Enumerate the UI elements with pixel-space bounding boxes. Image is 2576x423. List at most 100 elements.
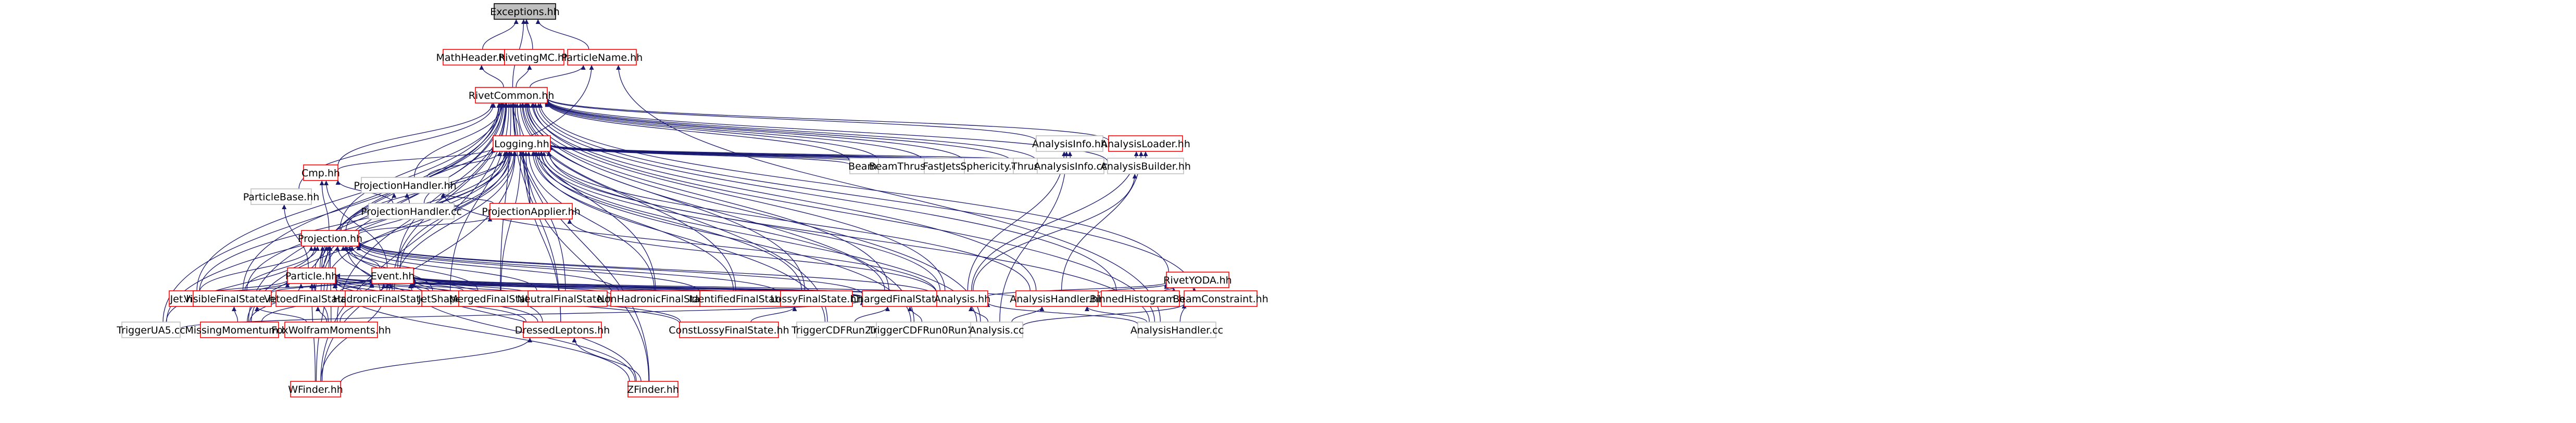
edge-lossyfinalstate-to-projection xyxy=(356,241,781,294)
edge-analysishandler_hh-to-logging xyxy=(546,151,1031,291)
edge-missingmomentum-to-projection xyxy=(247,246,325,323)
edge-analysis_hh-to-rivetyoda xyxy=(987,282,1169,297)
node-wfinder[interactable]: WFinder.hh xyxy=(288,381,343,398)
edge-triggercdfrun2-to-chargedfinalstate xyxy=(854,306,890,323)
edge-analysishandler_cc-to-analysis_hh xyxy=(985,302,1138,325)
node-triggercdfrun0run1[interactable]: TriggerCDFRun0Run1.cc xyxy=(868,322,987,338)
node-chargedfinalstate[interactable]: ChargedFinalState.hh xyxy=(851,290,957,307)
node-box xyxy=(1101,290,1180,307)
edge-fastjets-to-rivetcommon xyxy=(545,101,925,162)
edge-binnedhistogram-to-rivetcommon xyxy=(533,102,1117,291)
node-logging[interactable]: Logging.hh xyxy=(493,135,551,152)
edge-analysis_hh-to-analysisbuilder xyxy=(973,173,1137,291)
edge-projection-to-rivetcommon xyxy=(340,102,504,231)
node-visiblefinalstate[interactable]: VisibleFinalState.hh xyxy=(184,290,281,307)
node-box xyxy=(371,267,414,284)
node-mathheader[interactable]: MathHeader.hh xyxy=(436,49,512,66)
edge-cmp-to-rivetcommon xyxy=(337,102,495,166)
edge-mergedfinalstate-to-rivetcommon xyxy=(500,102,513,291)
node-label: Projection.hh xyxy=(298,233,362,245)
node-event[interactable]: Event.hh xyxy=(371,267,415,284)
node-particlename[interactable]: ParticleName.hh xyxy=(561,49,643,66)
node-label: VetoedFinalState.hh xyxy=(264,293,363,305)
node-identifiedfinalstate[interactable]: IdentifiedFinalState.hh xyxy=(689,290,800,307)
node-box xyxy=(527,290,608,307)
edge-beamthrust-to-rivetcommon xyxy=(545,101,879,161)
node-projection[interactable]: Projection.hh xyxy=(298,230,362,247)
node-beamconstraint[interactable]: BeamConstraint.hh xyxy=(1173,290,1268,307)
node-analysisbuilder[interactable]: AnalysisBuilder.hh xyxy=(1100,158,1191,174)
node-label: WFinder.hh xyxy=(288,384,343,395)
edge-nonhadronicfinalstate-to-projection xyxy=(356,243,619,291)
node-lossyfinalstate[interactable]: LossyFinalState.hh xyxy=(770,290,863,307)
node-box xyxy=(494,3,556,20)
node-vetoedfinalstate[interactable]: VetoedFinalState.hh xyxy=(264,290,363,307)
node-label: TriggerUA5.cc xyxy=(116,325,185,336)
edge-analysis_hh-to-analysisinfo_hh xyxy=(967,151,1067,291)
node-exceptions[interactable]: Exceptions.hh xyxy=(490,3,560,20)
node-analysis_hh[interactable]: Analysis.hh xyxy=(934,290,990,307)
edge-vetoedfinalstate-to-event xyxy=(340,281,374,291)
node-label: Exceptions.hh xyxy=(490,6,560,18)
node-box xyxy=(303,164,338,181)
node-rivetingmc[interactable]: RivetingMC.hh xyxy=(498,49,570,66)
node-dressedleptons[interactable]: DressedLeptons.hh xyxy=(515,322,610,338)
node-label: AnalysisLoader.hh xyxy=(1101,138,1190,150)
node-label: RivetCommon.hh xyxy=(469,90,555,101)
edge-projection-to-projectionapplier xyxy=(358,216,493,235)
edge-analysis_cc-to-rivetcommon xyxy=(525,102,981,323)
edge-analysis_cc-to-beamconstraint xyxy=(1022,303,1187,327)
node-analysishandler_cc[interactable]: AnalysisHandler.cc xyxy=(1130,322,1223,338)
node-hadronicfinalstate[interactable]: HadronicFinalState.hh xyxy=(333,290,442,307)
edge-rivetcommon-to-mathheader xyxy=(479,65,504,88)
node-label: Jet.hh xyxy=(170,293,199,305)
node-box xyxy=(121,322,181,338)
node-mergedfinalstate[interactable]: MergedFinalState.hh xyxy=(449,290,551,307)
node-label: NonHadronicFinalState.hh xyxy=(597,293,726,305)
node-label: Analysis.cc xyxy=(969,325,1024,336)
node-box xyxy=(301,230,359,247)
node-analysis_cc[interactable]: Analysis.cc xyxy=(969,322,1024,338)
edge-analysishandler_cc-to-logging xyxy=(547,151,1150,323)
edge-projectionhandler_cc-to-projectionhandler xyxy=(405,193,410,204)
node-analysishandler_hh[interactable]: AnalysisHandler.hh xyxy=(1010,290,1104,307)
node-sphericity[interactable]: Sphericity.cc xyxy=(960,158,1023,174)
node-label: IdentifiedFinalState.hh xyxy=(689,293,800,305)
edge-particlename-to-exceptions xyxy=(535,19,589,50)
node-neutralfinalstate[interactable]: NeutralFinalState.hh xyxy=(517,290,618,307)
node-particle[interactable]: Particle.hh xyxy=(285,267,337,284)
node-foxwolfram[interactable]: FoxWolframMoments.hh xyxy=(271,322,391,338)
node-label: BeamConstraint.hh xyxy=(1173,293,1268,305)
node-label: RivetingMC.hh xyxy=(498,52,570,63)
node-particlebase[interactable]: ParticleBase.hh xyxy=(243,188,320,205)
node-binnedhistogram[interactable]: BinnedHistogram.hh xyxy=(1090,290,1191,307)
node-projectionapplier[interactable]: ProjectionApplier.hh xyxy=(482,203,581,220)
node-box xyxy=(876,322,980,338)
node-triggerua5[interactable]: TriggerUA5.cc xyxy=(116,322,185,338)
node-rivetyoda[interactable]: RivetYODA.hh xyxy=(1163,272,1232,288)
node-label: AnalysisInfo.hh xyxy=(1032,138,1107,150)
node-box xyxy=(475,87,548,104)
edge-analysisinfo_cc-to-analysisinfo_hh xyxy=(1067,151,1073,159)
node-analysisinfo_cc[interactable]: AnalysisInfo.cc xyxy=(1034,158,1108,174)
node-label: Particle.hh xyxy=(285,271,337,282)
node-constlossy[interactable]: ConstLossyFinalState.hh xyxy=(669,322,789,338)
node-label: MissingMomentum.hh xyxy=(185,325,294,336)
node-box xyxy=(1036,135,1103,152)
edge-analysishandler_hh-to-rivetcommon xyxy=(530,102,1037,291)
edge-analysis_hh-to-analysisloader xyxy=(971,151,1139,291)
node-analysisloader[interactable]: AnalysisLoader.hh xyxy=(1101,135,1190,152)
node-cmp[interactable]: Cmp.hh xyxy=(301,164,340,181)
edge-triggercdfrun0run1-to-logging xyxy=(536,151,911,323)
node-label: Logging.hh xyxy=(494,138,549,150)
node-projectionhandler_cc[interactable]: ProjectionHandler.cc xyxy=(361,203,462,220)
node-zfinder[interactable]: ZFinder.hh xyxy=(627,381,679,398)
edge-lossyfinalstate-to-logging xyxy=(534,151,802,291)
node-label: ParticleBase.hh xyxy=(243,191,320,203)
node-projectionhandler[interactable]: ProjectionHandler.hh xyxy=(354,177,457,194)
node-analysisinfo_hh[interactable]: AnalysisInfo.hh xyxy=(1032,135,1107,152)
node-missingmomentum[interactable]: MissingMomentum.hh xyxy=(185,322,294,338)
node-label: Cmp.hh xyxy=(301,168,340,179)
node-rivetcommon[interactable]: RivetCommon.hh xyxy=(469,87,555,104)
edge-analysisinfo_hh-to-rivetcommon xyxy=(545,98,1037,141)
